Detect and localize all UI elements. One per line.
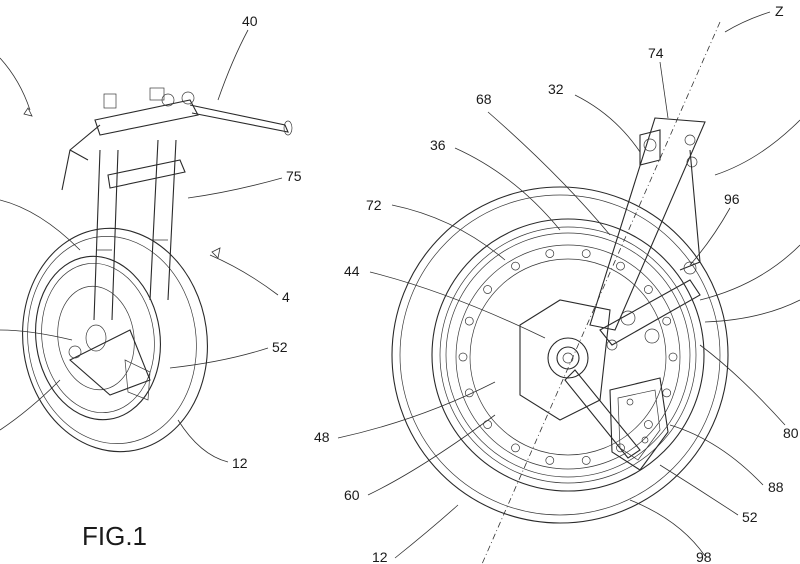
label-52-right: 52	[742, 509, 758, 525]
figure-caption: FIG.1	[82, 521, 147, 551]
disc-hole	[464, 316, 474, 326]
label-72: 72	[366, 197, 382, 213]
left-leader-lines	[0, 29, 283, 463]
label-36: 36	[430, 137, 446, 153]
label-52-left: 52	[272, 339, 288, 355]
label-40: 40	[242, 13, 258, 29]
disc-hole	[616, 261, 625, 271]
label-80: 80	[783, 425, 799, 441]
label-12-left: 12	[232, 455, 248, 471]
disc-hole	[545, 249, 555, 258]
disc-holes	[458, 249, 678, 465]
label-74: 74	[648, 45, 664, 61]
label-68: 68	[476, 91, 492, 107]
disc-hole	[581, 456, 591, 465]
label-75: 75	[286, 168, 302, 184]
label-12-right: 12	[372, 549, 388, 564]
label-44: 44	[344, 263, 360, 279]
label-98: 98	[696, 549, 712, 564]
disc-hole	[581, 249, 591, 258]
disc-hole	[458, 352, 468, 362]
right-view-assembly	[391, 21, 729, 564]
disc-hole	[483, 285, 492, 294]
label-96: 96	[724, 191, 740, 207]
label-60: 60	[344, 487, 360, 503]
disc-hole	[483, 420, 492, 429]
disc-hole	[662, 388, 672, 398]
disc-hole	[644, 285, 653, 294]
label-32: 32	[548, 81, 564, 97]
label-88: 88	[768, 479, 784, 495]
disc-hole	[662, 316, 672, 326]
disc-hole	[668, 352, 678, 362]
view-arrows	[23, 107, 221, 259]
label-48: 48	[314, 429, 330, 445]
disc-hole	[644, 420, 653, 429]
right-leader-lines	[337, 11, 800, 559]
label-4: 4	[282, 289, 290, 305]
disc-hole	[616, 443, 625, 453]
disc-hole	[545, 456, 555, 465]
left-view-assembly	[22, 87, 293, 453]
disc-hole	[511, 261, 520, 271]
disc-hole	[511, 443, 520, 453]
label-Z: Z	[775, 3, 784, 19]
